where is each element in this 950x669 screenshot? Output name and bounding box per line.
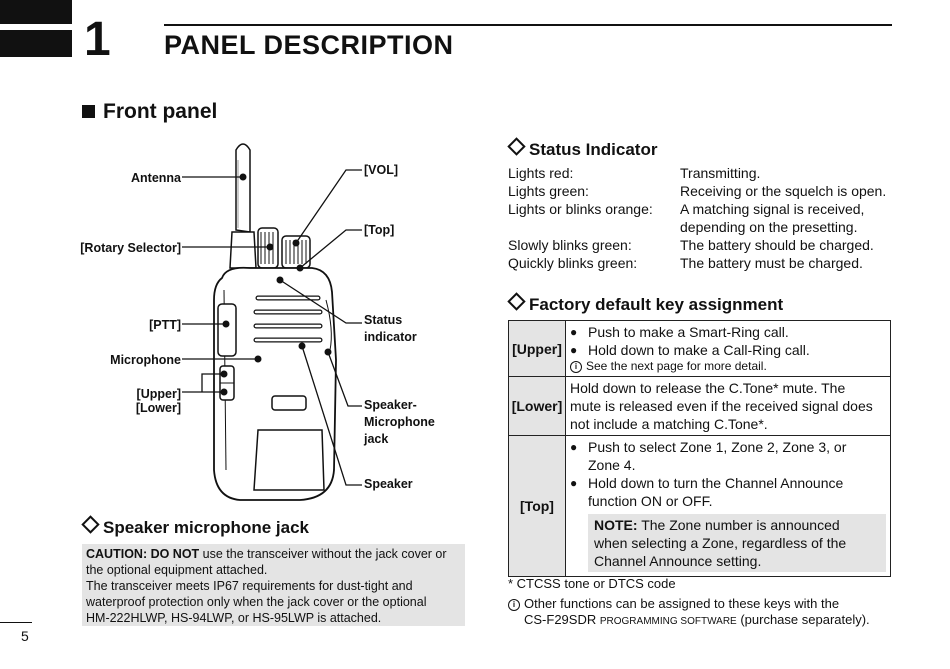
caution-box: CAUTION: DO NOT use the transceiver with… (82, 544, 465, 626)
table-row: [Upper] ● Push to make a Smart-Ring call.… (508, 320, 891, 377)
note-bold: NOTE: (594, 517, 638, 533)
status-indicator-heading: Status Indicator (507, 137, 658, 160)
footnote-other-functions: i Other functions can be assigned to thes… (508, 596, 870, 630)
speaker-mic-jack-heading-text: Speaker microphone jack (103, 518, 309, 537)
other-line-2-rest: (purchase separately). (736, 612, 870, 627)
key-cell-lower: [Lower] (508, 376, 566, 436)
bullet-icon: ● (570, 325, 578, 339)
footnote-ctcss: * CTCSS tone or DTCS code (508, 576, 676, 591)
software-name: CS-F29SDR (524, 612, 600, 627)
square-bullet-icon (82, 105, 95, 118)
top-bullet-1-line-1: Push to select Zone 1, Zone 2, Zone 3, o… (588, 439, 847, 455)
status-meaning: The battery must be charged. (680, 255, 863, 271)
label-status-indicator: Status indicator (364, 312, 417, 346)
table-row: [Top] ● Push to select Zone 1, Zone 2, Zo… (508, 435, 891, 577)
label-speaker: Speaker (364, 477, 413, 491)
status-indicator-list: Lights red: Transmitting. Lights green: Re… (508, 164, 908, 272)
key-cell-top: [Top] (508, 435, 566, 577)
bullet-icon: ● (570, 476, 578, 490)
radio-illustration (182, 143, 362, 501)
status-state (508, 218, 680, 236)
bullet-icon: ● (570, 440, 578, 454)
table-row: [Lower] Hold down to release the C.Tone*… (508, 376, 891, 436)
caution-line2: the optional equipment attached. (86, 563, 268, 577)
info-icon: i (570, 361, 582, 373)
status-meaning: Receiving or the squelch is open. (680, 183, 887, 199)
key-cell-upper: [Upper] (508, 320, 566, 377)
caution-line1: use the transceiver without the jack cov… (199, 547, 447, 561)
factory-keys-heading: Factory default key assignment (507, 292, 784, 315)
caution-line5: HM-222HLWP, HS-94LWP, or HS-95LWP is att… (86, 611, 382, 625)
label-jack-line2: Microphone (364, 415, 435, 429)
status-row: Lights or blinks orange: A matching signa… (508, 200, 908, 218)
speaker-mic-jack-heading: Speaker microphone jack (81, 515, 309, 538)
chapter-tab-bar (0, 0, 72, 24)
note-line-3: Channel Announce setting. (594, 553, 762, 569)
status-meaning: Transmitting. (680, 165, 761, 181)
status-state: Lights or blinks orange: (508, 201, 653, 217)
desc-cell-upper: ● Push to make a Smart-Ring call. ● Hold d… (565, 320, 891, 377)
label-jack-line1: Speaker- (364, 398, 417, 412)
key-assignment-table: [Upper] ● Push to make a Smart-Ring call.… (508, 320, 891, 577)
front-panel-heading: Front panel (82, 100, 217, 124)
label-vol: [VOL] (364, 163, 399, 177)
caution-bold: CAUTION: DO NOT (86, 547, 200, 561)
lower-line-1: Hold down to release the C.Tone* mute. T… (570, 380, 846, 396)
software-smallcaps: PROGRAMMING SOFTWARE (599, 616, 737, 627)
status-row: depending on the presetting. (508, 218, 908, 236)
chapter-title: PANEL DESCRIPTION (164, 30, 454, 60)
label-rotary-selector: [Rotary Selector] (80, 241, 181, 255)
other-line-1: Other functions can be assigned to these… (524, 596, 840, 611)
status-row: Lights red: Transmitting. (508, 164, 908, 182)
label-status-line2: indicator (364, 330, 417, 344)
status-meaning: A matching signal is received, (680, 201, 865, 217)
lower-line-3: not include a matching C.Tone*. (570, 416, 768, 432)
label-top: [Top] (364, 223, 395, 237)
label-antenna: Antenna (131, 171, 181, 185)
status-meaning: depending on the presetting. (680, 219, 858, 235)
label-jack-line3: jack (364, 432, 389, 446)
diamond-icon (507, 137, 526, 156)
note-line-2: when selecting a Zone, regardless of the (594, 535, 847, 551)
status-state: Quickly blinks green: (508, 255, 638, 271)
status-row: Quickly blinks green: The battery must be… (508, 254, 908, 272)
top-bullet-2-line-1: Hold down to turn the Channel Announce (588, 475, 844, 491)
chapter-number: 1 (84, 13, 111, 66)
factory-keys-heading-text: Factory default key assignment (529, 295, 784, 314)
status-row: Slowly blinks green: The battery should b… (508, 236, 908, 254)
caution-line3: The transceiver meets IP67 requirements … (86, 579, 413, 593)
status-row: Lights green: Receiving or the squelch is… (508, 182, 908, 200)
caution-line4: waterproof protection only when the jack… (86, 595, 427, 609)
desc-cell-lower: Hold down to release the C.Tone* mute. T… (565, 376, 891, 436)
status-meaning: The battery should be charged. (680, 237, 874, 253)
upper-reference: See the next page for more detail. (586, 359, 767, 373)
note-line-1: The Zone number is announced (637, 517, 840, 533)
status-state: Lights green: (508, 183, 589, 199)
label-microphone: Microphone (110, 353, 181, 367)
desc-cell-top: ● Push to select Zone 1, Zone 2, Zone 3, … (565, 435, 891, 577)
upper-bullet-2: Hold down to make a Call-Ring call. (588, 342, 810, 358)
top-bullet-1-line-2: Zone 4. (588, 457, 636, 473)
label-upper: [Upper] (136, 387, 181, 401)
page-number: 5 (21, 628, 29, 644)
label-speaker-mic-jack: Speaker- Microphone jack (364, 397, 435, 448)
label-ptt: [PTT] (149, 318, 181, 332)
diamond-icon (81, 515, 100, 534)
note-box: NOTE: The Zone number is announced when … (588, 514, 886, 572)
chapter-tab-bar-lower (0, 30, 72, 57)
upper-bullet-1: Push to make a Smart-Ring call. (588, 324, 789, 340)
status-state: Lights red: (508, 165, 574, 181)
status-state: Slowly blinks green: (508, 237, 632, 253)
front-panel-heading-text: Front panel (103, 100, 218, 123)
info-icon: i (508, 599, 520, 611)
diamond-icon (507, 292, 526, 311)
header-rule (164, 24, 892, 26)
bullet-icon: ● (570, 343, 578, 357)
label-status-line1: Status (364, 313, 403, 327)
label-lower: [Lower] (135, 401, 181, 415)
lower-line-2: mute is released even if the received si… (570, 398, 873, 414)
page-number-rule (0, 622, 32, 623)
top-bullet-2-line-2: function ON or OFF. (588, 493, 713, 509)
status-indicator-heading-text: Status Indicator (529, 140, 658, 159)
